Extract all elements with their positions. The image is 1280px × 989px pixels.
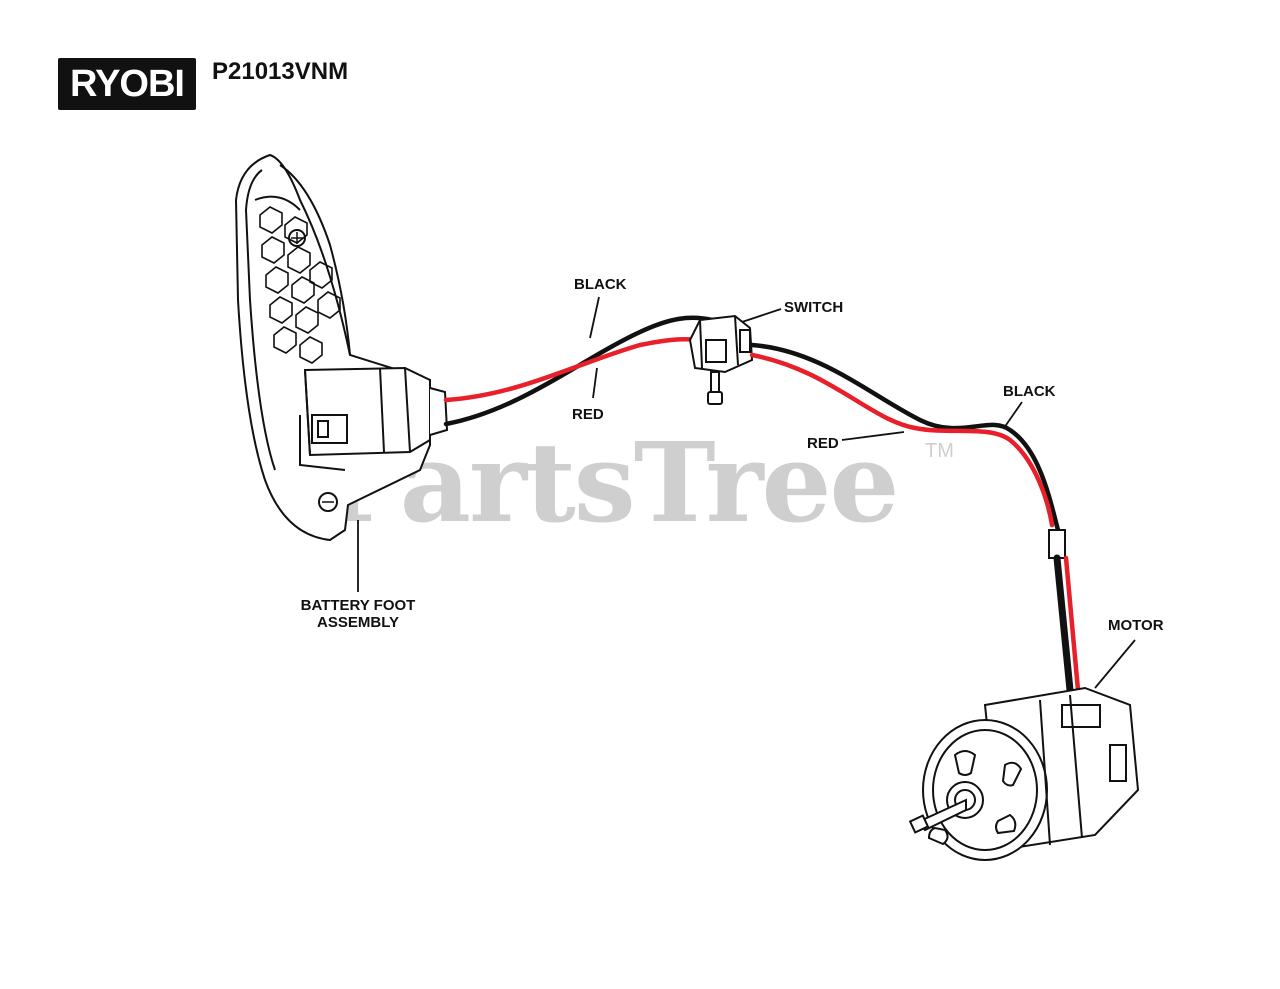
label-motor: MOTOR bbox=[1108, 617, 1164, 634]
label-black-top: BLACK bbox=[574, 276, 627, 293]
battery-foot-assembly bbox=[234, 153, 449, 542]
trademark-symbol: TM bbox=[925, 440, 954, 462]
label-red-right: RED bbox=[807, 435, 839, 452]
label-battery-foot-assembly: BATTERY FOOT ASSEMBLY bbox=[290, 597, 426, 631]
wires-switch-to-motor bbox=[749, 342, 1081, 694]
label-red-top: RED bbox=[572, 406, 604, 423]
wires-battery-to-switch bbox=[443, 315, 715, 427]
ryobi-logo-text: RYOBI bbox=[70, 63, 185, 105]
leader-lines bbox=[357, 296, 1136, 689]
ryobi-logo: RYOBI bbox=[58, 58, 196, 110]
motor-component bbox=[908, 686, 1140, 861]
label-battery-line2: ASSEMBLY bbox=[317, 614, 399, 631]
switch-component bbox=[688, 314, 754, 405]
model-number: P21013VNM bbox=[212, 58, 349, 85]
label-switch: SWITCH bbox=[784, 299, 844, 316]
label-battery-line1: BATTERY FOOT bbox=[300, 597, 416, 614]
label-black-right: BLACK bbox=[1003, 383, 1056, 400]
